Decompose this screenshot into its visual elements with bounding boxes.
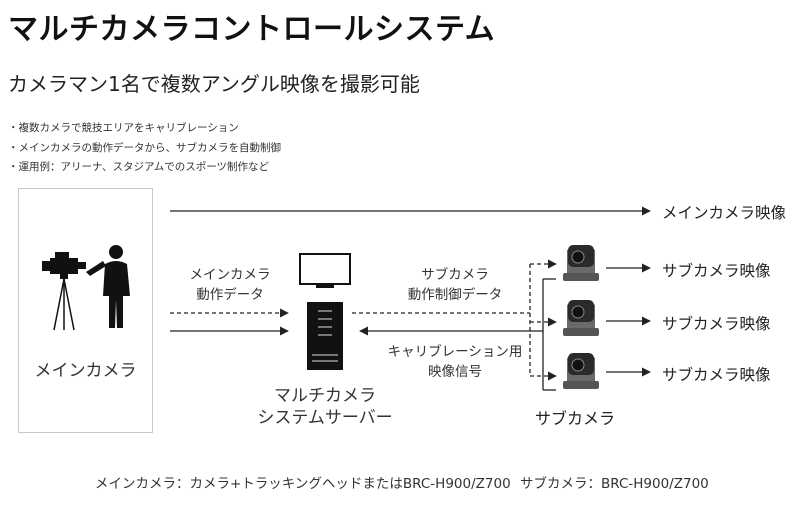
bullet-item: ・メインカメラの動作データから、サブカメラを自動制御	[8, 142, 281, 154]
main-camera-data-label-line: メインカメラ	[189, 267, 271, 283]
sub-camera-output-label: サブカメラ映像	[662, 315, 771, 333]
bullet-item: ・複数カメラで競技エリアをキャリブレーション	[8, 122, 239, 134]
ptz-camera-icon	[563, 353, 599, 389]
main-camera-label: メインカメラ	[34, 361, 137, 381]
sub-camera-control-label-line: 動作制御データ	[407, 287, 503, 303]
main-camera-data-label-line: 動作データ	[196, 287, 264, 303]
main-camera-output-label: メインカメラ映像	[662, 204, 787, 222]
page-title: マルチカメラコントロールシステム	[8, 12, 496, 47]
calibration-signal-label-line: キャリブレーション用	[387, 344, 523, 360]
bullet-item: ・運用例：アリーナ、スタジアムでのスポーツ制作など	[8, 161, 270, 173]
sub-cameras-label: サブカメラ	[534, 409, 615, 428]
sub-camera-control-label: サブカメラ 動作制御データ	[385, 265, 525, 305]
calibration-signal-label: キャリブレーション用 映像信号	[375, 342, 535, 382]
page-subtitle: カメラマン1名で複数アングル映像を撮影可能	[8, 72, 420, 96]
video-camera-icon	[42, 252, 86, 331]
cameraman-icon	[86, 245, 130, 328]
sub-camera-output-label: サブカメラ映像	[662, 366, 771, 384]
server-label-line: マルチカメラ	[274, 386, 376, 406]
footer-main-camera-spec: メインカメラ：カメラ+トラッキングヘッドまたはBRC-H900/Z700	[95, 476, 511, 492]
sub-camera-output-label: サブカメラ映像	[662, 262, 771, 280]
monitor-icon	[299, 253, 351, 288]
sub-camera-control-label-line: サブカメラ	[421, 267, 489, 283]
calibration-signal-label-line: 映像信号	[428, 364, 482, 380]
main-camera-box	[18, 188, 153, 433]
ptz-camera-icon	[563, 300, 599, 336]
server-label-line: システムサーバー	[257, 408, 393, 428]
ptz-camera-icon	[563, 245, 599, 281]
server-tower-icon	[307, 302, 343, 370]
footer-sub-camera-spec: サブカメラ：BRC-H900/Z700	[520, 476, 709, 492]
main-camera-data-label: メインカメラ 動作データ	[180, 265, 280, 305]
server-label: マルチカメラ システムサーバー	[250, 385, 400, 429]
